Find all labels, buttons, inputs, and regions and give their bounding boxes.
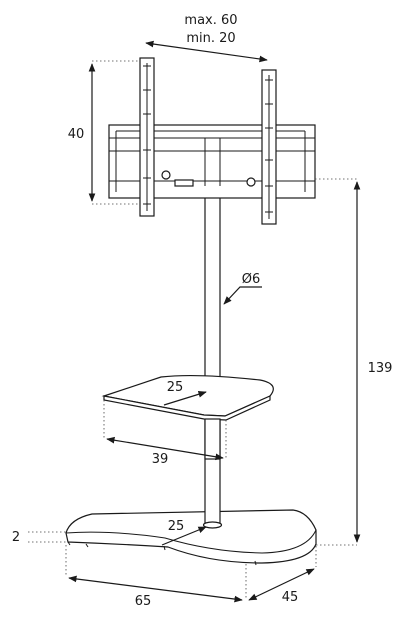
dim-base-depth-pole: 25 <box>161 519 207 546</box>
vesa-min-label: min. 20 <box>186 31 235 46</box>
dim-bracket-height: 40 <box>68 60 140 205</box>
dim-total-height: 139 <box>315 178 393 546</box>
dim-base-thickness: 2 <box>12 530 68 545</box>
dim-shelf-depth: 25 <box>163 380 207 406</box>
total-height-label: 139 <box>368 361 393 376</box>
dim-base-width: 65 <box>65 545 247 609</box>
vesa-max-label: max. 60 <box>184 13 237 28</box>
pole-diameter-label: Ø6 <box>242 272 261 287</box>
shelf-depth-label: 25 <box>167 380 184 395</box>
base-depth-width-label: 45 <box>282 590 299 605</box>
pole <box>202 185 223 529</box>
vesa-rail-left <box>139 57 155 217</box>
base-plate <box>65 509 317 566</box>
dim-vesa-width: max. 60 min. 20 <box>145 13 268 63</box>
vesa-rail-right <box>261 69 277 225</box>
base-width-label: 65 <box>135 594 152 609</box>
dim-base-depth: 45 <box>248 546 317 605</box>
middle-shelf <box>101 374 274 460</box>
base-depth-label: 25 <box>168 519 185 534</box>
shelf-width-label: 39 <box>152 452 169 467</box>
dim-shelf-width: 39 <box>103 400 227 467</box>
dim-pole-diameter: Ø6 <box>223 272 262 305</box>
bracket-height-label: 40 <box>68 127 85 142</box>
base-thickness-label: 2 <box>12 530 20 545</box>
